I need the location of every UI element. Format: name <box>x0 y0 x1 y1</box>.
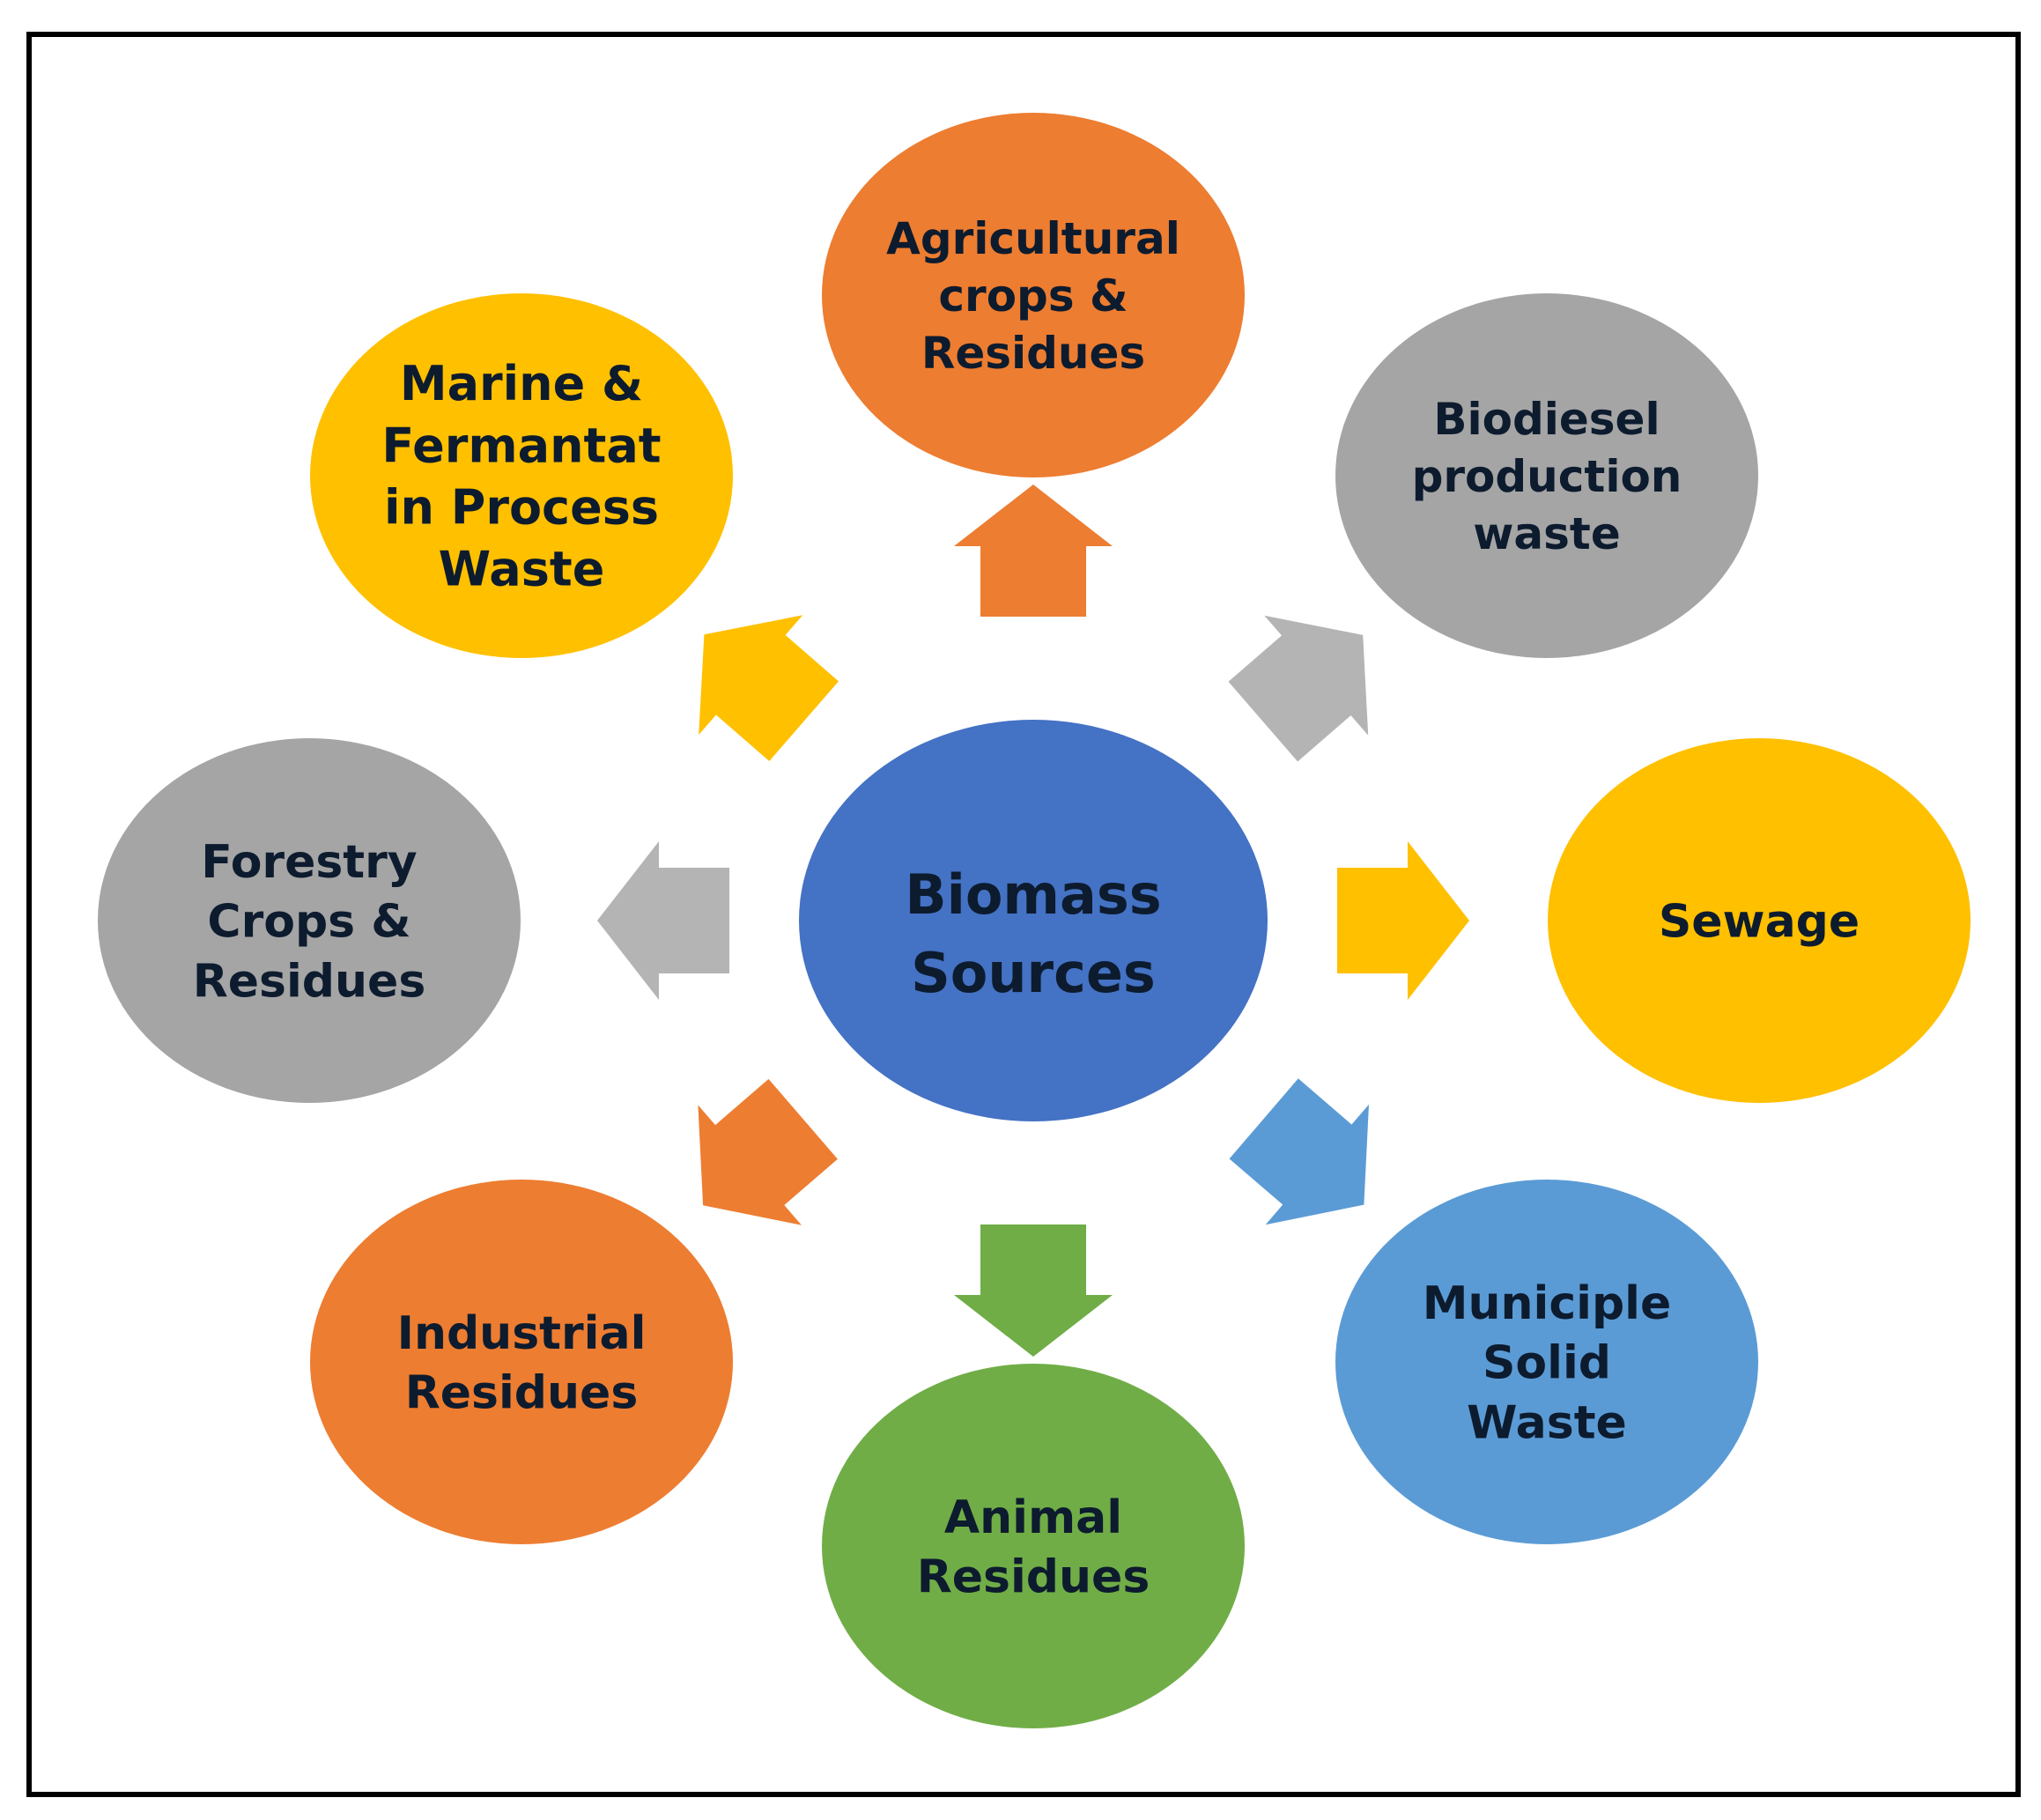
node-ellipse-animal <box>822 1364 1245 1728</box>
node-label-forestry-line-1: Forestry <box>201 836 417 889</box>
center-node: Biomass Sources <box>799 720 1268 1121</box>
node-agricultural: Agricultural crops & Residues <box>822 113 1245 477</box>
arrow-to-marine <box>699 615 839 761</box>
node-ellipse-forestry <box>98 738 521 1103</box>
node-label-forestry-line-3: Residues <box>193 955 426 1008</box>
arrow-to-biodiesel <box>1228 615 1369 762</box>
arrow-to-agricultural <box>954 485 1113 617</box>
node-ellipse-municipal <box>1335 1180 1758 1544</box>
node-label-marine-line-2: Fermantat <box>381 418 661 473</box>
node-label-agricultural-line-1: Agricultural <box>886 213 1180 264</box>
node-label-municipal-line-1: Municiple <box>1423 1277 1672 1330</box>
node-ellipse-sewage <box>1548 738 1971 1103</box>
node-ellipse-marine <box>310 293 733 658</box>
node-label-biodiesel-line-2: production <box>1412 451 1682 502</box>
node-label-municipal-line-2: Solid <box>1483 1337 1611 1390</box>
node-label-marine-line-1: Marine & <box>400 356 643 411</box>
node-sewage: Sewage <box>1548 738 1971 1103</box>
center-label-line-1: Biomass <box>905 862 1161 927</box>
node-label-industrial-line-2: Residues <box>405 1367 639 1420</box>
center-label-line-2: Sources <box>911 941 1156 1005</box>
arrow-to-sewage <box>1337 841 1469 1000</box>
node-label-biodiesel-line-1: Biodiesel <box>1433 394 1660 445</box>
node-biodiesel: Biodiesel production waste <box>1335 293 1758 658</box>
node-ellipse-biodiesel <box>1335 293 1758 658</box>
node-label-animal-line-2: Residues <box>917 1551 1150 1604</box>
node-label-municipal-line-3: Waste <box>1467 1396 1627 1449</box>
arrow-to-forestry <box>597 841 729 1000</box>
node-ellipse-industrial <box>310 1180 733 1544</box>
arrow-to-municipal <box>1229 1078 1369 1225</box>
node-label-marine-line-4: Waste <box>439 542 605 597</box>
node-label-agricultural-line-3: Residues <box>921 328 1145 379</box>
node-label-marine-line-3: in Process <box>384 480 659 536</box>
node-label-forestry-line-2: Crops & <box>207 896 410 949</box>
node-label-agricultural-line-2: crops & <box>938 270 1128 322</box>
arrow-to-animal <box>954 1224 1113 1357</box>
node-label-industrial-line-1: Industrial <box>397 1307 647 1360</box>
arrows-layer <box>597 485 1469 1357</box>
center-ellipse <box>799 720 1268 1121</box>
arrow-to-industrial <box>698 1078 838 1225</box>
node-ellipse-agricultural <box>822 113 1245 477</box>
node-label-biodiesel-line-3: waste <box>1473 508 1621 559</box>
node-label-animal-line-1: Animal <box>944 1491 1122 1544</box>
node-label-sewage-line-1: Sewage <box>1659 896 1860 949</box>
